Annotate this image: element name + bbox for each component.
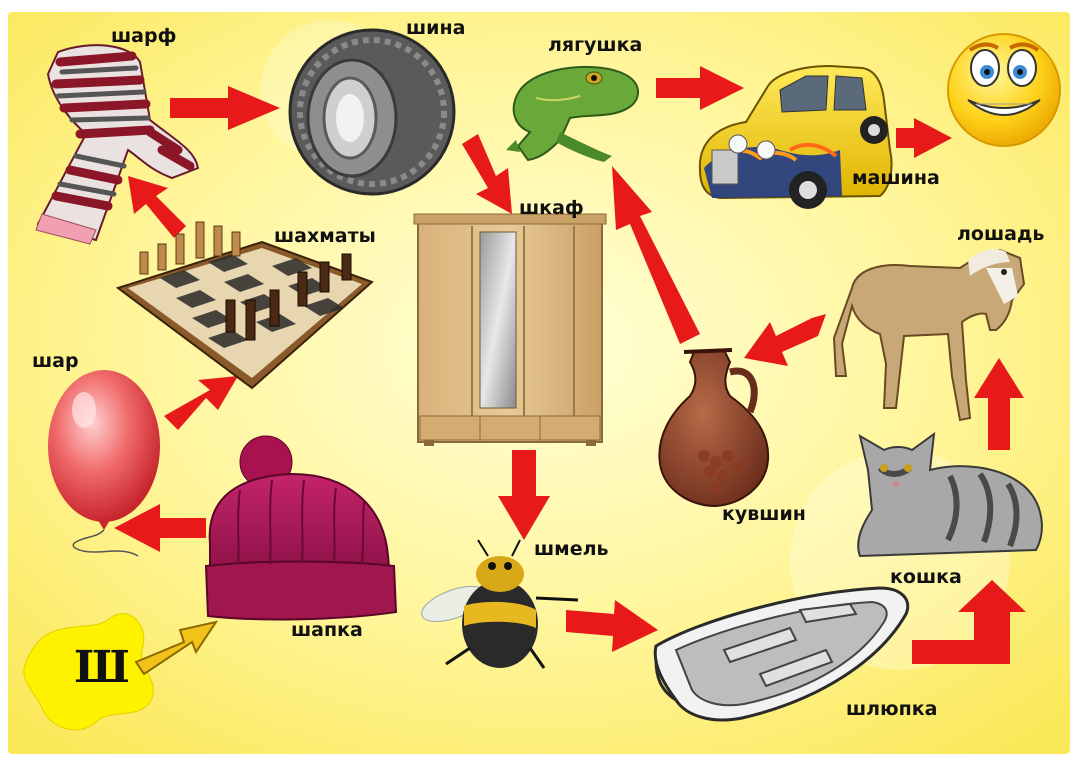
car-image — [698, 64, 893, 209]
label-chess: шахматы — [274, 225, 376, 247]
label-wardrobe: шкаф — [519, 197, 584, 219]
arrows — [114, 66, 1026, 664]
label-bumblebee: шмель — [534, 538, 609, 560]
label-horse: лошадь — [957, 223, 1045, 245]
jug-image — [658, 348, 770, 508]
label-tire: шина — [406, 17, 466, 39]
arrow-hat-to-balloon — [114, 504, 206, 552]
smiley-image — [947, 33, 1061, 147]
arrow-scarf-to-tire — [170, 86, 280, 130]
frog-image — [506, 65, 639, 162]
arrow-boat-to-cat — [912, 580, 1026, 664]
wardrobe-image — [413, 213, 607, 446]
arrow-balloon-to-chess — [164, 376, 238, 430]
arrow-jug-to-frog — [612, 166, 700, 344]
arrow-horse-to-jug — [744, 314, 826, 366]
chess-image — [115, 221, 374, 390]
hat-image — [204, 435, 398, 621]
label-scarf: шарф — [111, 25, 177, 47]
tire-image — [288, 28, 456, 196]
arrow-tire-to-wardrobe — [462, 134, 512, 214]
label-car: машина — [852, 167, 940, 189]
label-hat: шапка — [291, 619, 363, 641]
letter-sha: Ш — [74, 642, 130, 693]
arrow-chess-to-scarf — [128, 176, 186, 238]
arrow-car-to-smiley — [896, 118, 952, 158]
arrow-frog-to-car — [656, 66, 744, 110]
bumblebee-image — [421, 539, 579, 669]
pointer-arrow — [134, 620, 219, 676]
boat-image — [653, 586, 910, 722]
cat-image — [857, 431, 1043, 558]
label-boat: шлюпка — [846, 698, 938, 720]
label-cat: кошка — [890, 566, 962, 588]
arrow-cat-to-horse — [974, 358, 1024, 450]
balloon-image — [48, 370, 160, 557]
horse-image — [832, 248, 1026, 422]
label-frog: лягушка — [548, 34, 643, 56]
arrow-bumblebee-to-boat — [566, 600, 658, 652]
scarf-image — [35, 44, 200, 245]
letter-badge — [23, 613, 219, 731]
arrow-wardrobe-to-bumblebee — [498, 450, 550, 540]
label-balloon: шар — [32, 350, 79, 372]
label-jug: кувшин — [722, 503, 806, 525]
